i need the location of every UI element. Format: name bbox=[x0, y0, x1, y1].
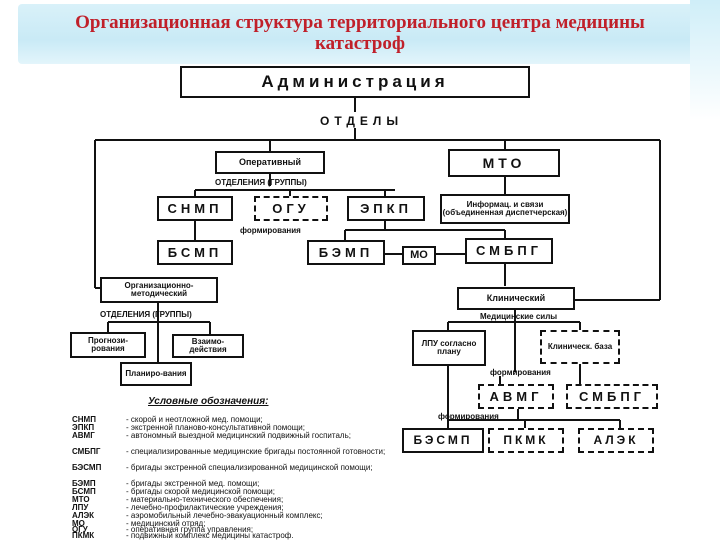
pkmk-box: ПКМК bbox=[488, 428, 564, 453]
mto-box: МТО bbox=[448, 149, 560, 177]
administration-box: Администрация bbox=[180, 66, 530, 98]
med-sily-label: Медицинские силы bbox=[480, 312, 558, 321]
besmp-box: БЭСМП bbox=[402, 428, 484, 453]
smbpg-box: СМБПГ bbox=[465, 238, 553, 264]
mo-box: МО bbox=[402, 246, 436, 265]
bemp-box: БЭМП bbox=[307, 240, 385, 265]
legend-item: БЭМП- бригады экстренной мед. помощи; bbox=[72, 479, 260, 488]
legend-item: АЛЭК- аэромобильный лечебно-эвакуационны… bbox=[72, 511, 323, 520]
legend-item: БСМП- бригады скорой медицинской помощи; bbox=[72, 487, 275, 496]
inform-box: Информац. и связи (объединенная диспетче… bbox=[440, 194, 570, 224]
legend-item: МТО- материально-технического обеспечени… bbox=[72, 495, 284, 504]
formirovaniya-bottom-label: формирования bbox=[438, 412, 499, 421]
alek-box: АЛЭК bbox=[578, 428, 654, 453]
title-banner bbox=[18, 4, 702, 64]
departments-label: ОТДЕЛЫ bbox=[320, 114, 404, 128]
legend-item: МО- медицинский отряд; bbox=[72, 519, 206, 528]
legend-item: ЭПКП- экстренной планово-консультативной… bbox=[72, 423, 305, 432]
legend-item: ПКМК- подвижный комплекс медицины катаст… bbox=[72, 531, 294, 540]
ogu-box: ОГУ bbox=[254, 196, 328, 221]
operative-box: Оперативный bbox=[215, 151, 325, 174]
legend-item: СНМП- скорой и неотложной мед. помощи; bbox=[72, 415, 263, 424]
epkp-box: ЭПКП bbox=[347, 196, 425, 221]
klin-baza-box: Клиническ. база bbox=[540, 330, 620, 364]
legend-item: АВМГ- автономный выездной медицинский по… bbox=[72, 431, 351, 440]
formirovaniya-top-label: формирования bbox=[240, 226, 301, 235]
otdeleniya-bottom-label: ОТДЕЛЕНИЯ (ГРУППЫ) bbox=[100, 310, 192, 319]
planir-box: Планиро-вания bbox=[120, 362, 192, 386]
lpu-box: ЛПУ согласно плану bbox=[412, 330, 486, 366]
vzaimo-box: Взаимо-действия bbox=[172, 334, 244, 358]
bsmp-box: БСМП bbox=[157, 240, 233, 265]
snmp-box: СНМП bbox=[157, 196, 233, 221]
formirovaniya-mid-label: формирования bbox=[490, 368, 551, 377]
prognoz-box: Прогнози-рования bbox=[70, 332, 146, 358]
legend-item: ОГУ- оперативная группа управления; bbox=[72, 525, 254, 534]
decorative-stripe bbox=[690, 0, 720, 120]
otdeleniya-top-label: ОТДЕЛЕНИЯ (ГРУППЫ) bbox=[215, 178, 307, 187]
org-method-box: Организационно-методический bbox=[100, 277, 218, 303]
clinical-box: Клинический bbox=[457, 287, 575, 310]
legend-item: ЛПУ- лечебно-профилактические учреждения… bbox=[72, 503, 284, 512]
legend-item: БЭСМП- бригады экстренной специализирова… bbox=[72, 463, 373, 472]
legend-item: СМБПГ- специализированные медицинские бр… bbox=[72, 447, 386, 456]
avmg-box: АВМГ bbox=[478, 384, 554, 409]
page-title: Организационная структура территориально… bbox=[75, 12, 645, 54]
smbpg2-box: СМБПГ bbox=[566, 384, 658, 409]
legend-heading: Условные обозначения: bbox=[148, 396, 269, 407]
